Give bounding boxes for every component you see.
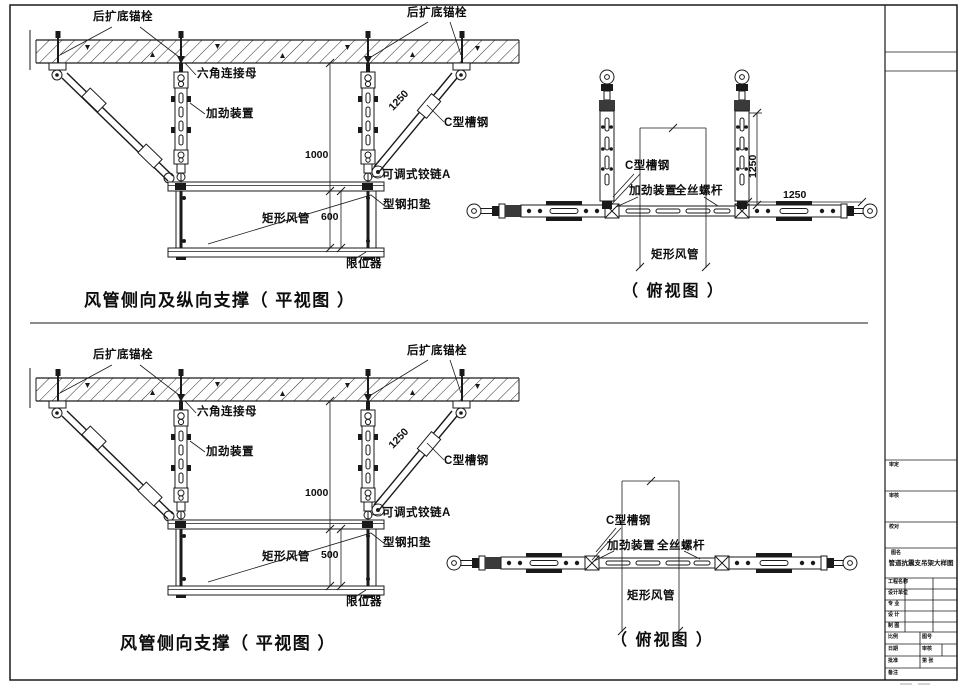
label-rect-duct: 矩形风管 — [651, 249, 699, 261]
label-stiffening-device: 加劲装置 — [607, 540, 655, 552]
dim-duct-height: 600 — [321, 211, 339, 223]
label-anchor-bolt-left: 后扩底锚栓 — [93, 11, 153, 23]
view-title-plan-lateral: （ 俯视图 ） — [611, 632, 714, 649]
titleblock-name-label: 图名 — [891, 550, 902, 556]
label-stiffening-device: 加劲装置 — [629, 185, 677, 197]
label-hex-coupling-nut: 六角连接母 — [197, 406, 257, 418]
label-threaded-rod: 全丝螺杆 — [657, 540, 705, 552]
titleblock-cell: 校对 — [889, 524, 900, 530]
label-hex-coupling-nut: 六角连接母 — [197, 68, 257, 80]
titleblock-cell: 工程名称 — [888, 579, 909, 585]
titleblock-cell: 审核 — [922, 646, 933, 652]
titleblock-cell: 第 张 — [922, 658, 934, 664]
titleblock-cell: 设计单位 — [888, 590, 909, 596]
label-c-channel: C型槽钢 — [625, 160, 670, 172]
dim-hang-height: 1000 — [305, 487, 329, 499]
label-anchor-bolt-right: 后扩底锚栓 — [407, 345, 467, 357]
label-steel-pad: 型钢扣垫 — [383, 537, 431, 549]
titleblock-cell: 设 计 — [888, 612, 900, 618]
label-limit-stop: 限位器 — [346, 258, 382, 270]
label-stiffening-device: 加劲装置 — [206, 446, 254, 458]
label-rect-duct: 矩形风管 — [262, 213, 310, 225]
label-steel-pad: 型钢扣垫 — [383, 199, 431, 211]
label-stiffening-device: 加劲装置 — [206, 108, 254, 120]
titleblock-cell: 批准 — [888, 658, 899, 664]
dim-vertical-spacing: 1250 — [747, 154, 759, 178]
label-anchor-bolt-right: 后扩底锚栓 — [407, 7, 467, 19]
titleblock-drawing-title: 管道抗震支吊架大样图 — [888, 560, 954, 567]
dim-hang-height: 1000 — [305, 149, 329, 161]
titleblock-cell: 图号 — [922, 634, 933, 640]
titleblock-cell: 比例 — [888, 634, 899, 640]
label-rect-duct: 矩形风管 — [627, 590, 675, 602]
titleblock-cell: 备注 — [888, 670, 899, 676]
label-c-channel: C型槽钢 — [444, 455, 489, 467]
label-c-channel: C型槽钢 — [444, 117, 489, 129]
label-threaded-rod: 全丝螺杆 — [675, 185, 723, 197]
label-adjustable-hinge: 可调式铰链A — [382, 169, 451, 181]
titleblock-cell: 日期 — [888, 646, 899, 652]
view-title-plan-combined: （ 俯视图 ） — [622, 283, 725, 300]
titleblock-cell: 制 图 — [888, 623, 900, 629]
titleblock-cell: 专 业 — [888, 601, 900, 607]
view-title-front-combined: 风管侧向及纵向支撑（ 平视图 ） — [84, 291, 356, 310]
label-anchor-bolt-left: 后扩底锚栓 — [93, 349, 153, 361]
label-adjustable-hinge: 可调式铰链A — [382, 507, 451, 519]
titleblock-cell: 审定 — [889, 462, 900, 468]
dim-duct-height: 500 — [321, 549, 339, 561]
label-c-channel: C型槽钢 — [606, 515, 651, 527]
titleblock-cell: 审核 — [889, 493, 900, 499]
view-title-front-lateral: 风管侧向支撑（ 平视图 ） — [120, 634, 336, 653]
dim-horizontal-spacing: 1250 — [783, 189, 807, 201]
label-limit-stop: 限位器 — [346, 596, 382, 608]
label-rect-duct: 矩形风管 — [262, 551, 310, 563]
